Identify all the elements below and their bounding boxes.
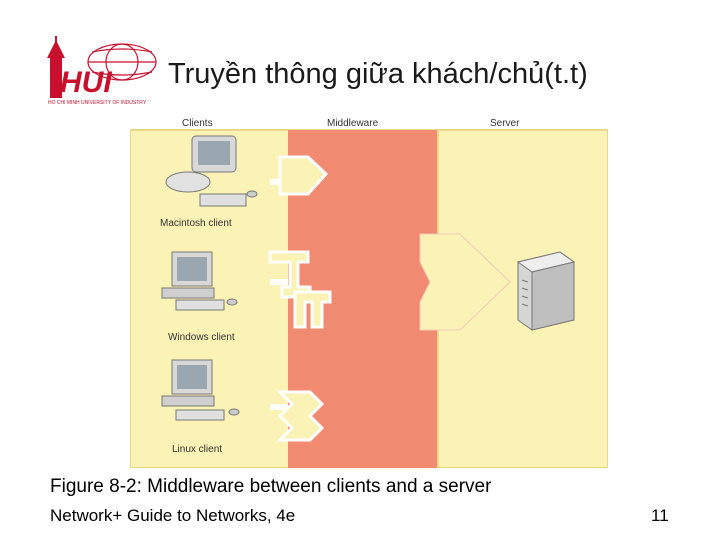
slide-title: Truyền thông giữa khách/chủ(t.t) [168,58,588,90]
header-clients: Clients [182,118,213,129]
hui-logo: HUI HO CHI MINH UNIVERSITY OF INDUSTRY [47,36,157,106]
linux-client: Linux client [161,359,240,455]
logo-text: HUI [60,66,112,99]
pc-computer-icon [161,251,238,311]
header-server: Server [490,118,520,129]
footer-text: Network+ Guide to Networks, 4e [50,506,296,525]
mac-client: Macintosh client [160,135,258,229]
middleware-connectors [268,155,332,442]
server-tower-icon [516,251,576,331]
page-number: 11 [651,506,669,525]
client-label: Linux client [172,444,222,455]
linux-plug-shape [276,390,325,442]
middleware-diagram: Clients Middleware Server Macintosh clie… [130,118,608,468]
globe-icon [87,43,157,81]
middleware-arrow [419,233,511,331]
client-label: Windows client [168,332,235,343]
mac-plug-shape [278,155,329,196]
header-middleware: Middleware [327,118,379,129]
windows-plug-shape-2 [293,290,332,329]
mac-computer-icon [165,135,258,207]
pc-computer-icon [161,359,240,421]
logo-subtitle: HO CHI MINH UNIVERSITY OF INDUSTRY [48,100,147,106]
tower-icon [47,36,65,98]
figure-caption: Figure 8-2: Middleware between clients a… [50,476,492,497]
windows-client: Windows client [161,251,238,343]
client-label: Macintosh client [160,218,232,229]
